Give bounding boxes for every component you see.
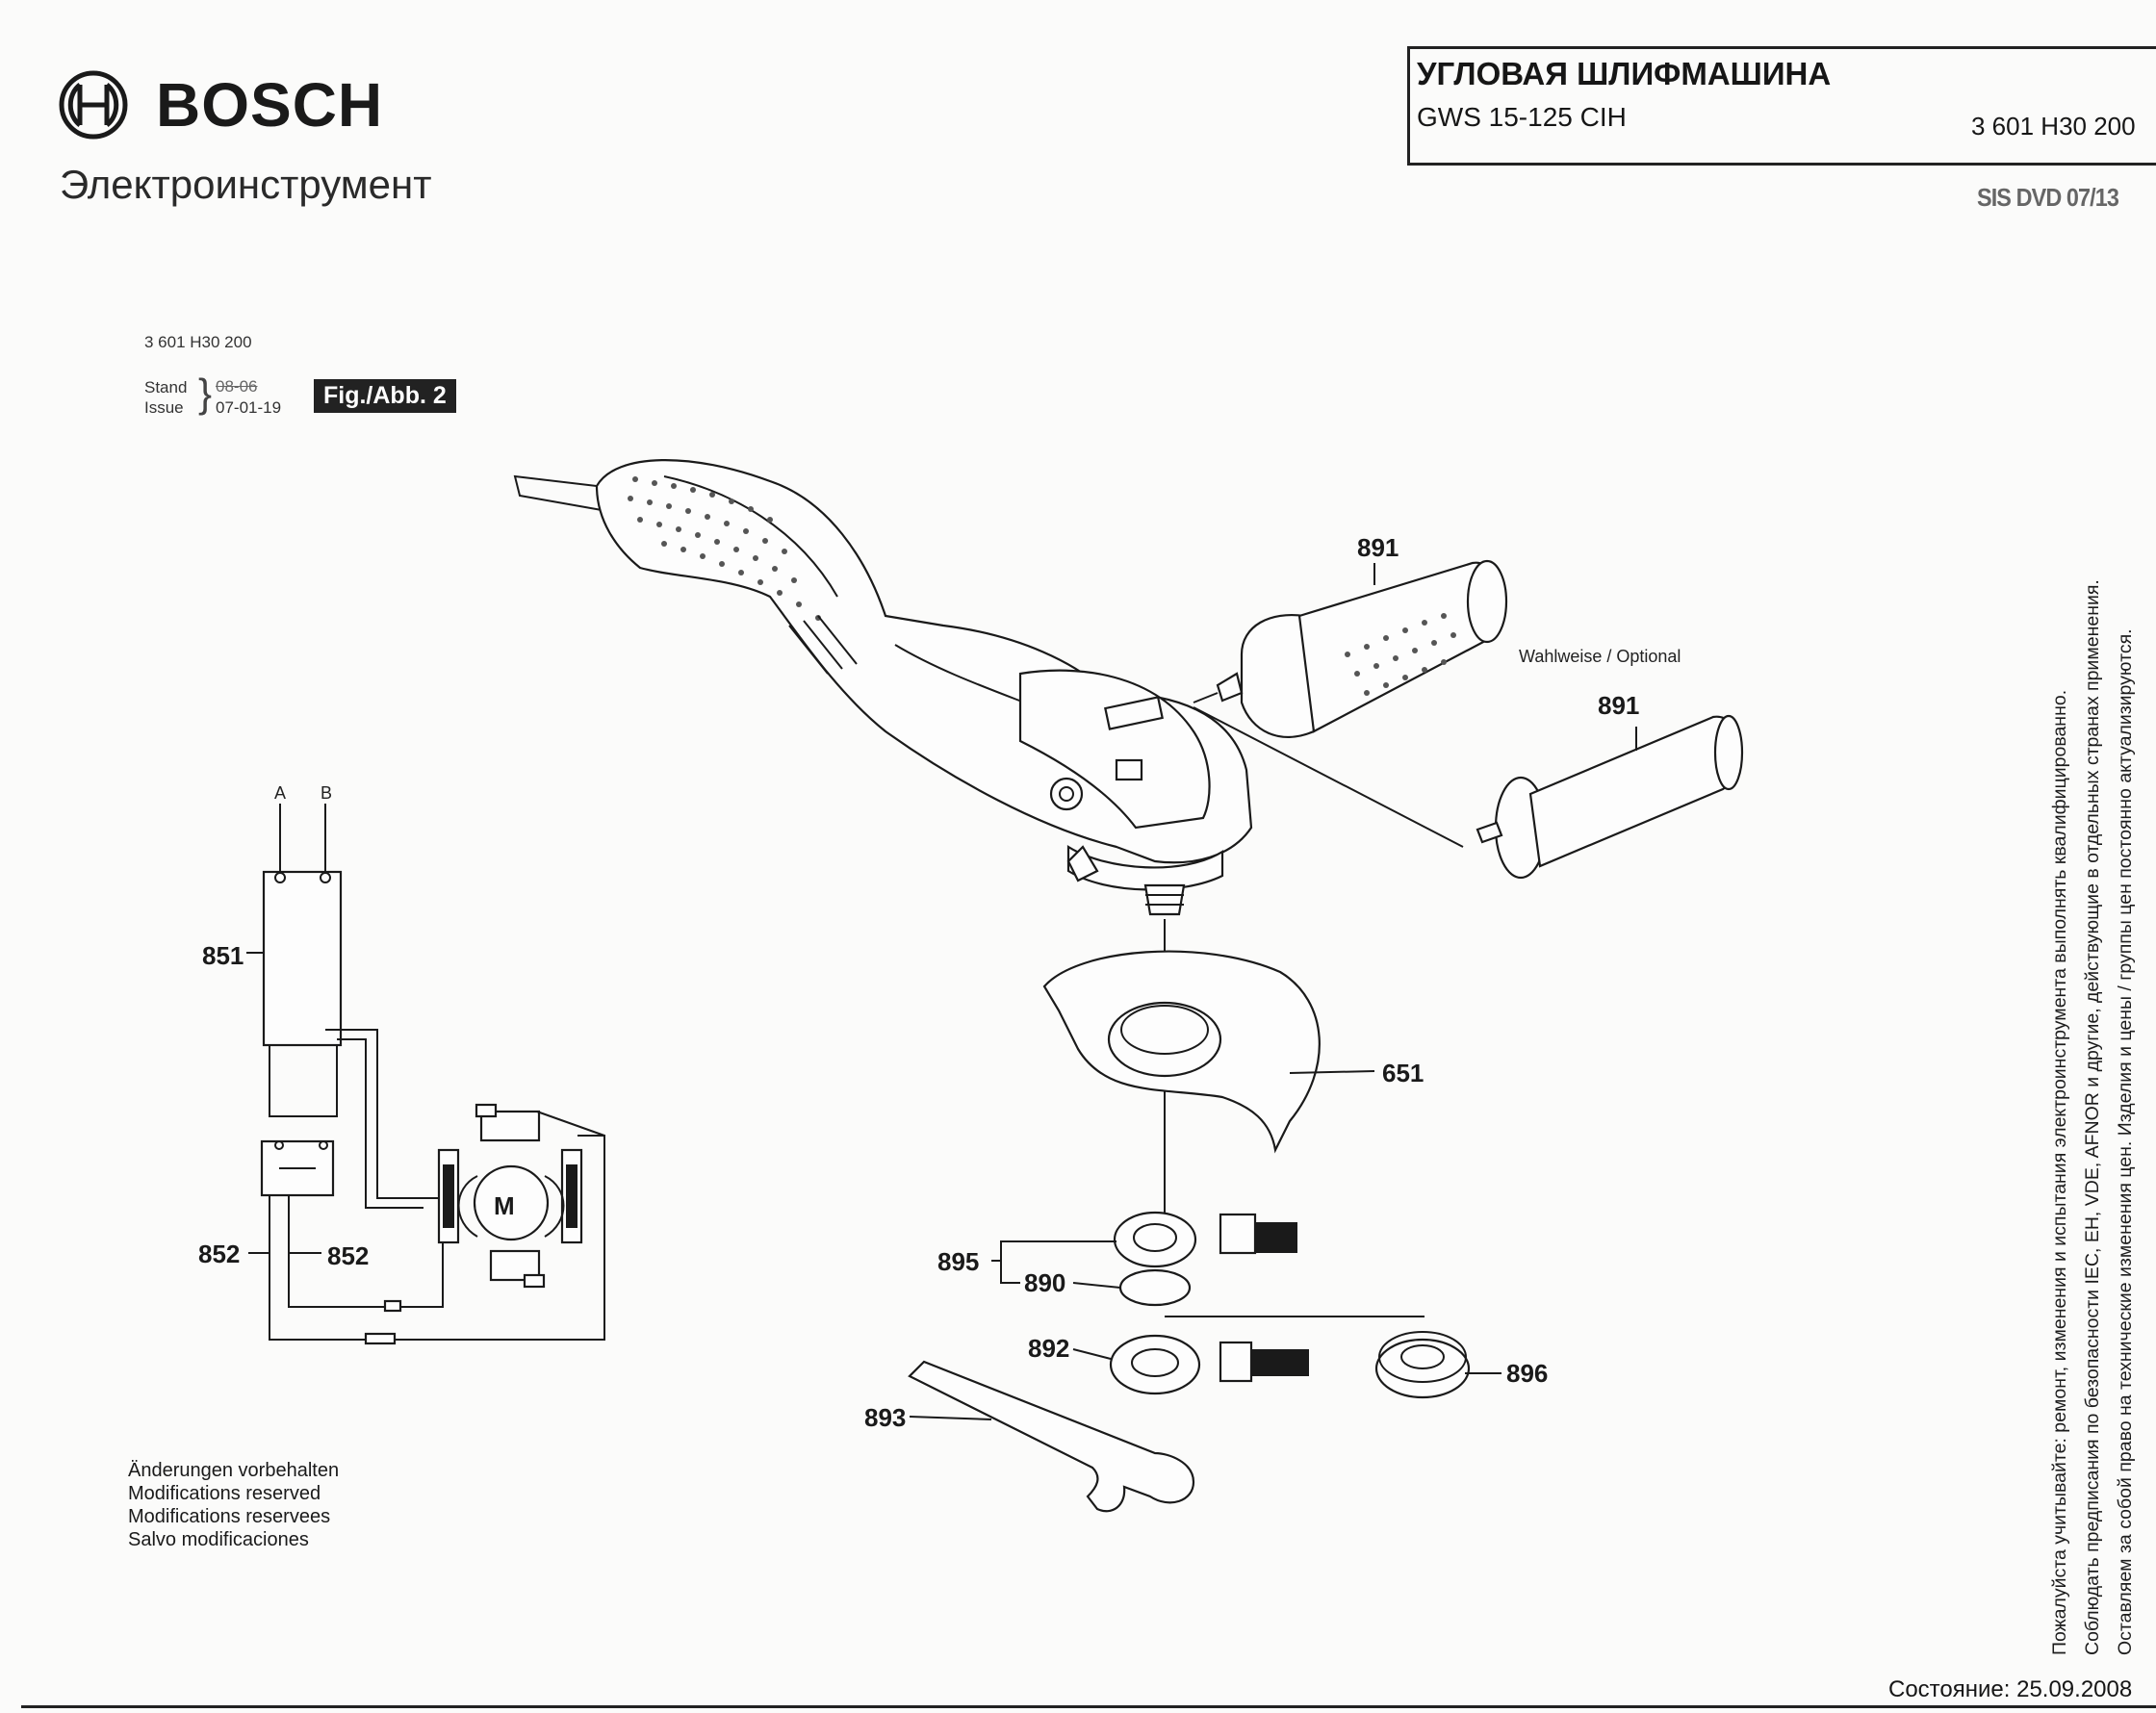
mod-line: Modifications reservees <box>128 1506 331 1527</box>
product-title: УГЛОВАЯ ШЛИФМАШИНА <box>1417 56 1832 91</box>
label-651: 651 <box>1382 1059 1424 1087</box>
product-model: GWS 15-125 CIH <box>1417 102 1627 132</box>
terminal-a: A <box>274 783 286 803</box>
flange-895-part <box>1113 1211 1297 1268</box>
title-box <box>1407 46 2156 166</box>
label-896: 896 <box>1506 1359 1548 1388</box>
stand-issue-labels: Stand Issue <box>144 377 187 418</box>
issue-label: Issue <box>144 398 184 417</box>
mod-line: Änderungen vorbehalten <box>128 1460 340 1481</box>
status-date: Состояние: 25.09.2008 <box>1888 1676 2133 1702</box>
side-note-line: Оставляем за собой право на технические … <box>2115 628 2136 1655</box>
optional-handle-part <box>1476 714 1744 880</box>
label-852-right: 852 <box>327 1241 369 1270</box>
guard-651-part <box>1042 950 1375 1154</box>
side-note-line: Пожалуйста учитывайте: ремонт, изменения… <box>2049 689 2070 1655</box>
label-optional: Wahlweise / Optional <box>1519 647 1681 666</box>
sis-code: SIS DVD 07/13 <box>1977 183 2119 212</box>
side-service-note: Пожалуйста учитывайте: ремонт, изменения… <box>2043 443 2142 1655</box>
bottom-rule <box>21 1705 2156 1708</box>
stand-date: 08-06 <box>216 377 258 396</box>
motor-label: M <box>494 1191 515 1220</box>
clamping-nut-896-part <box>1374 1331 1502 1399</box>
spanner-893-part <box>908 1360 1195 1513</box>
auxiliary-handle-part <box>1193 559 1508 848</box>
label-891-optional: 891 <box>1598 691 1639 720</box>
label-892: 892 <box>1028 1334 1069 1363</box>
brand-subtitle: Электроинструмент <box>60 162 432 207</box>
label-893: 893 <box>864 1403 906 1432</box>
meta-number: 3 601 H30 200 <box>144 333 252 351</box>
label-852-left: 852 <box>198 1240 240 1268</box>
side-note-line: Соблюдать предписания по безопасности IE… <box>2082 579 2103 1655</box>
brace-glyph: } <box>198 371 213 416</box>
issue-date: 07-01-19 <box>216 398 282 417</box>
brand-name: BOSCH <box>156 70 384 140</box>
label-851: 851 <box>202 941 244 970</box>
mod-line: Salvo modificaciones <box>128 1529 309 1550</box>
terminal-b: B <box>321 783 332 803</box>
o-ring-890-part <box>1118 1268 1192 1307</box>
grinder-body <box>513 459 1253 1227</box>
flange-892-part <box>1109 1316 1424 1395</box>
product-part-number: 3 601 H30 200 <box>1971 112 2136 141</box>
label-891-handle: 891 <box>1357 533 1399 562</box>
modifications-note: Änderungen vorbehalten Modifications res… <box>128 1459 339 1551</box>
label-895: 895 <box>937 1247 979 1276</box>
label-890: 890 <box>1024 1268 1065 1297</box>
figure-label: Fig./Abb. 2 <box>314 379 456 413</box>
bosch-logo: BOSCH <box>58 69 383 141</box>
wiring-diagram: M <box>260 804 605 1345</box>
mod-line: Modifications reserved <box>128 1483 321 1504</box>
stand-label: Stand <box>144 378 188 396</box>
bosch-armature-icon <box>59 70 128 140</box>
